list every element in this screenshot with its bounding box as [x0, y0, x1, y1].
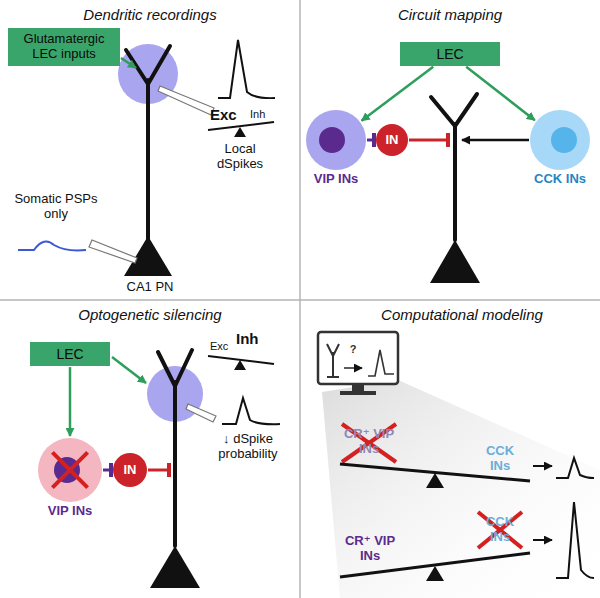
connector: [466, 67, 535, 121]
balance-label: Inh: [236, 330, 259, 347]
cell-nucleus: [319, 127, 345, 153]
annotation: Somatic PSPs only: [8, 192, 104, 222]
connector: [69, 367, 72, 436]
balance-fulcrum: [234, 127, 246, 137]
question-mark: ?: [350, 343, 357, 356]
projection-wedge: [322, 380, 600, 598]
balance-fulcrum: [426, 566, 444, 581]
output-arrow: [533, 539, 552, 541]
lec-input-arrow: [121, 58, 136, 68]
mini-spike: [368, 350, 394, 376]
inhibitory-synapse: [409, 139, 448, 142]
interneuron-cell: VIP INs: [38, 438, 102, 502]
panel-divider: [299, 0, 301, 598]
node-text: IN: [124, 463, 137, 478]
balance-label: Exc: [210, 106, 237, 123]
dspike-trace: [218, 40, 275, 98]
monitor-base: [340, 391, 376, 395]
input-box: LEC: [400, 42, 500, 66]
node-text: Glutamatergic LEC inputs: [14, 32, 114, 62]
panel-title: Optogenetic silencing: [78, 306, 221, 323]
cross-mark: [52, 452, 87, 487]
balance-label: Exc: [210, 340, 228, 353]
cell-body: [306, 110, 366, 170]
seesaw-label: CCK INs: [478, 515, 522, 545]
seesaw-label: CCK INs: [478, 444, 522, 474]
dendritic-pipette: [158, 86, 214, 115]
seesaw-label: CR⁺ VIP INs: [339, 534, 401, 564]
output-arrow: [533, 465, 552, 467]
apical-dendrite: [126, 46, 170, 240]
connector: [103, 469, 111, 472]
cross-mark: [478, 512, 522, 548]
panel-title: Computational modeling: [381, 306, 543, 323]
connector: [362, 67, 434, 121]
node-text: IN: [386, 133, 399, 148]
annotation: ↓ dSpike probability: [202, 432, 294, 462]
annotation: Local dSpikes: [200, 142, 280, 172]
input-box: Glutamatergic LEC inputs: [8, 28, 120, 66]
interneuron-cell: IN: [113, 453, 147, 487]
node-text: CCK INs: [534, 172, 586, 187]
node-text: VIP INs: [48, 504, 93, 519]
computer-monitor: [318, 332, 398, 384]
large-dspike: [556, 502, 594, 578]
cell-body: [376, 124, 408, 156]
mini-arrow: [344, 367, 362, 369]
seesaw-label: CR⁺ VIP INs: [338, 427, 400, 457]
interneuron-cell: VIP INs: [306, 110, 366, 170]
input-box: LEC: [30, 342, 110, 366]
cell-label: CA1 PN: [127, 280, 174, 295]
interneuron-cell: CCK INs: [530, 110, 590, 170]
lec-input-arrow: [112, 357, 146, 383]
connector: [367, 139, 374, 142]
cck-output-arrow: [462, 139, 529, 142]
inhibitory-synapse: [148, 469, 169, 472]
node-text: LEC: [36, 346, 104, 362]
monitor-stand: [352, 384, 364, 392]
dspike-trace: [222, 398, 280, 424]
pyramidal-soma: [150, 546, 200, 588]
cell-body: [530, 110, 590, 170]
node-text: LEC: [406, 46, 494, 62]
cell-shape: [38, 438, 102, 502]
balance-fulcrum: [234, 360, 246, 370]
pyramidal-soma: [430, 240, 480, 283]
balance-fulcrum: [426, 473, 444, 488]
cell-nucleus: [551, 127, 577, 153]
cell-body: [113, 453, 147, 487]
dendritic-pipette: [186, 404, 216, 422]
panel-title: Dendritic recordings: [83, 6, 216, 23]
small-dspike: [556, 458, 594, 478]
cell-shape: [306, 110, 366, 170]
cell-shape: [530, 110, 590, 170]
mini-neuron: [327, 344, 339, 377]
apical-dendrite: [431, 94, 477, 240]
interneuron-cell: IN: [376, 124, 408, 156]
balance-label: Inh: [250, 108, 265, 121]
panel-divider: [0, 299, 600, 301]
node-text: VIP INs: [314, 172, 359, 187]
somatic-pipette: [89, 240, 137, 263]
psp-trace: [18, 241, 86, 250]
cross-mark: [478, 512, 522, 548]
panel-title: Circuit mapping: [398, 6, 502, 23]
apical-dendrite: [158, 350, 192, 546]
cell-nucleus: [54, 457, 80, 483]
cell-body: [38, 438, 102, 502]
